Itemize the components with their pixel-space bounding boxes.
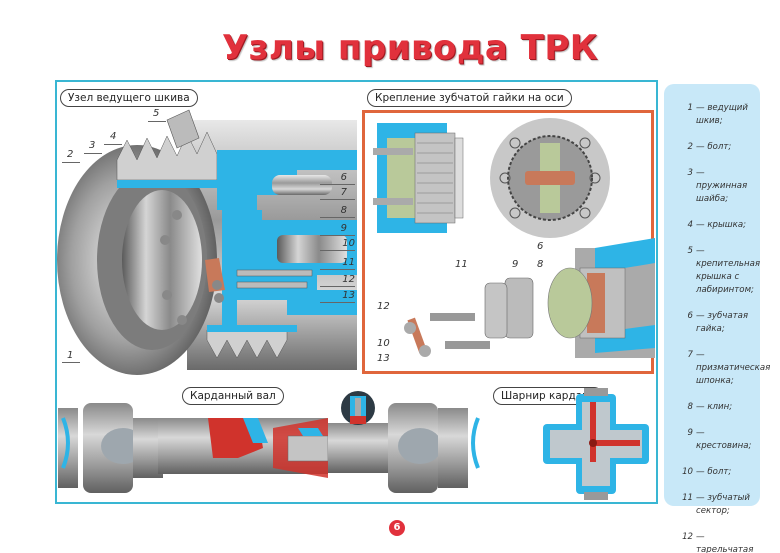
legend-num: 3 (687, 168, 693, 178)
leader-line (320, 199, 355, 200)
callout-13: 13 (342, 290, 355, 301)
callout-2: 2 (67, 149, 74, 160)
leader-line (148, 121, 166, 122)
legend-text: — зубчатая гайка; (696, 311, 749, 334)
page-number-badge: 6 (389, 520, 405, 536)
legend-num: 5 (687, 246, 693, 256)
drive-pulley-drawing (57, 109, 357, 375)
legend-item: 4— крышка; (670, 219, 754, 232)
legend-panel: 1— ведущий шкив; 2— болт; 3— пружинная ш… (664, 84, 771, 553)
leader-line (320, 302, 355, 303)
legend-num: 2 (687, 142, 693, 152)
leader-line (320, 286, 355, 287)
legend-item: 8— клин; (670, 401, 754, 414)
callout-13: 13 (377, 353, 390, 364)
leader-line (320, 269, 355, 270)
legend-text: — клин; (696, 402, 733, 412)
leader-line (84, 153, 102, 154)
cardan-shaft-caption: Карданный вал (182, 387, 284, 405)
legend-text: — крестовина; (696, 428, 752, 451)
legend-item: 7— призматическая шпонка; (670, 349, 771, 388)
callout-9: 9 (512, 259, 519, 270)
legend-text: — тарельчатая пружина; (696, 532, 754, 553)
callout-7: 7 (340, 187, 347, 198)
legend-text: — болт; (696, 467, 732, 477)
legend-num: 8 (687, 402, 693, 412)
page-title: Узлы привода ТРК (221, 28, 599, 68)
legend-num: 7 (687, 350, 693, 360)
legend-item: 11— зубчатый сектор; (670, 492, 754, 518)
callout-5: 5 (153, 108, 160, 119)
cardan-joint-drawing (543, 388, 649, 500)
legend-item: 3— пружинная шайба; (670, 167, 754, 206)
leader-line (62, 162, 80, 163)
callout-3: 3 (89, 140, 96, 151)
callout-12: 12 (377, 301, 390, 312)
gear-nut-exploded-view: 6 8 9 11 12 10 13 (362, 110, 655, 374)
legend-num: 9 (687, 428, 693, 438)
leader-line (320, 217, 355, 218)
leader-line (320, 184, 355, 185)
callout-12: 12 (342, 274, 355, 285)
legend-item: 10— болт; (670, 466, 754, 479)
leader-line (104, 144, 122, 145)
legend-item: 1— ведущий шкив; (670, 102, 754, 128)
callout-6: 6 (340, 172, 347, 183)
callout-11: 11 (342, 257, 355, 268)
callout-4: 4 (110, 131, 117, 142)
legend-text: — пружинная шайба; (696, 168, 748, 204)
legend-text: — ведущий шкив; (696, 103, 748, 126)
callout-8: 8 (537, 259, 544, 270)
legend-item: 5— крепительная крышка с лабиринтом; (670, 245, 761, 297)
legend-text: — призматическая шпонка; (696, 350, 771, 386)
callout-11: 11 (455, 259, 468, 270)
gear-nut-drawing (373, 118, 655, 358)
callout-1: 1 (67, 350, 74, 361)
callout-10: 10 (342, 238, 355, 249)
legend-num: 11 (682, 493, 693, 503)
legend-text: — крепительная крышка с лабиринтом; (696, 246, 761, 295)
leader-line (320, 250, 355, 251)
legend-item: 9— крестовина; (670, 427, 754, 453)
legend-text: — крышка; (696, 220, 746, 230)
legend-item: 6— зубчатая гайка; (670, 310, 754, 336)
gear-nut-caption: Крепление зубчатой гайки на оси (367, 89, 572, 107)
drive-pulley-caption: Узел ведущего шкива (60, 89, 198, 107)
callout-8: 8 (340, 205, 347, 216)
leader-line (320, 235, 355, 236)
legend-num: 4 (687, 220, 693, 230)
legend-item: 2— болт; (670, 141, 754, 154)
legend-num: 1 (687, 103, 693, 113)
legend-num: 6 (687, 311, 693, 321)
leader-line (62, 362, 80, 363)
callout-9: 9 (340, 223, 347, 234)
callout-6: 6 (537, 241, 544, 252)
legend-num: 12 (682, 532, 693, 542)
legend-text: — болт; (696, 142, 732, 152)
legend-item: 12— тарельчатая пружина; (670, 531, 754, 553)
callout-10: 10 (377, 338, 390, 349)
legend-text: — зубчатый сектор; (696, 493, 751, 516)
legend-num: 10 (682, 467, 693, 477)
cardan-shaft-drawing (58, 391, 480, 493)
